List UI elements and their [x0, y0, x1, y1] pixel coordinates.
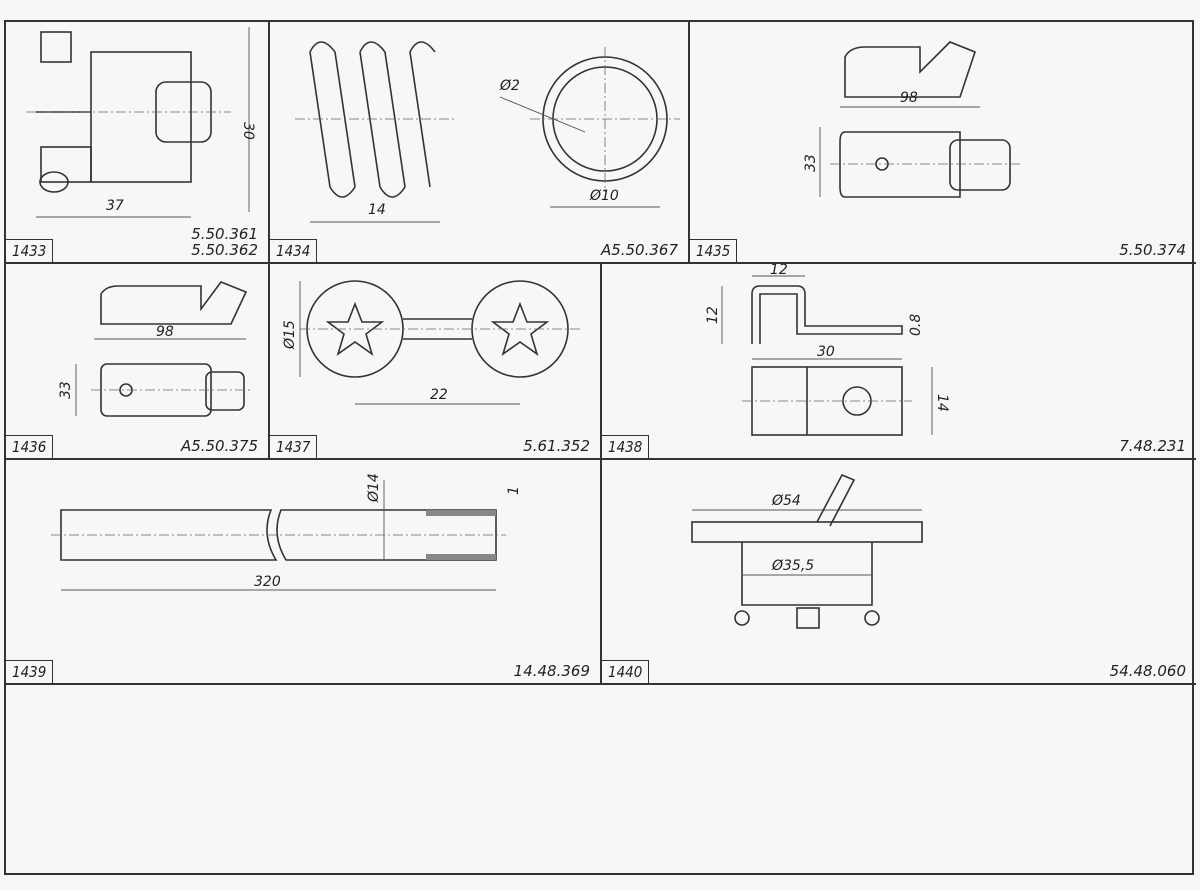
dim-22: 22	[430, 387, 448, 403]
dim-33: 33	[58, 381, 74, 399]
part-code: 14.48.369	[513, 662, 590, 680]
dim-12-width: 12	[770, 264, 788, 278]
part-code: A5.50.375	[180, 437, 258, 455]
dim-14: 14	[934, 394, 950, 412]
drawing-number: 1434	[270, 239, 318, 262]
dim-30: 30	[240, 122, 256, 140]
dim-d14: Ø14	[366, 473, 382, 503]
dim-37: 37	[106, 198, 124, 214]
part-code: 5.50.374	[1119, 241, 1186, 259]
dim-d10: Ø10	[589, 188, 619, 204]
tube-drawing: Ø14 1 320	[51, 473, 522, 591]
relay-drawing: 37 30	[26, 27, 256, 218]
drawing-number: 1436	[6, 435, 54, 458]
dim-d2: Ø2	[499, 78, 520, 94]
toggle-switch-drawing: Ø54 Ø35,5	[691, 473, 923, 629]
dim-d15: Ø15	[282, 320, 298, 350]
drawing-number: 1438	[602, 435, 650, 458]
drawing-cell-1436: 98 33 1436 A5.50.375	[6, 264, 270, 460]
clip-drawing: 12 12 0.8 30 14	[705, 264, 950, 436]
drawing-number: 1440	[602, 660, 650, 683]
dim-30: 30	[817, 344, 835, 360]
drawing-cell-1434: 14 Ø10 Ø2 1434 A5.50.367	[270, 22, 690, 264]
dim-d35-5: Ø35,5	[771, 558, 814, 574]
part-code: 54.48.060	[1109, 662, 1186, 680]
dim-320: 320	[254, 574, 281, 590]
drawing-number: 1433	[6, 239, 54, 262]
dim-33: 33	[803, 154, 819, 172]
dim-14: 14	[368, 202, 386, 218]
bracket-drawing: 98 33	[58, 281, 251, 417]
dim-0-8: 0.8	[908, 314, 924, 336]
drawing-cell-1435: 98 33 1435 5.50.374	[690, 22, 1196, 264]
dim-d54: Ø54	[771, 493, 801, 509]
star-link-drawing: Ø15 22	[282, 280, 580, 405]
drawing-number: 1439	[6, 660, 54, 683]
drawing-number: 1435	[690, 239, 738, 262]
dim-98: 98	[156, 324, 174, 340]
dim-1: 1	[506, 486, 522, 495]
part-code: 5.61.352	[523, 437, 590, 455]
dim-98: 98	[900, 90, 918, 106]
part-code: 7.48.231	[1119, 437, 1186, 455]
bracket-drawing: 98 33	[803, 41, 1020, 198]
drawing-number: 1437	[270, 435, 318, 458]
spring-drawing: 14 Ø10 Ø2	[295, 41, 680, 223]
drawing-cell-1437: Ø15 22 1437 5.61.352	[270, 264, 602, 460]
drawing-cell-1438: 12 12 0.8 30 14 1438 7.48.231	[602, 264, 1196, 460]
part-code: A5.50.367	[600, 241, 678, 259]
drawing-cell-1439: Ø14 1 320 1439 14.48.369	[6, 460, 602, 685]
dim-12-height: 12	[705, 306, 721, 324]
drawing-cell-1440: Ø54 Ø35,5 1440 54.48.060	[602, 460, 1196, 685]
